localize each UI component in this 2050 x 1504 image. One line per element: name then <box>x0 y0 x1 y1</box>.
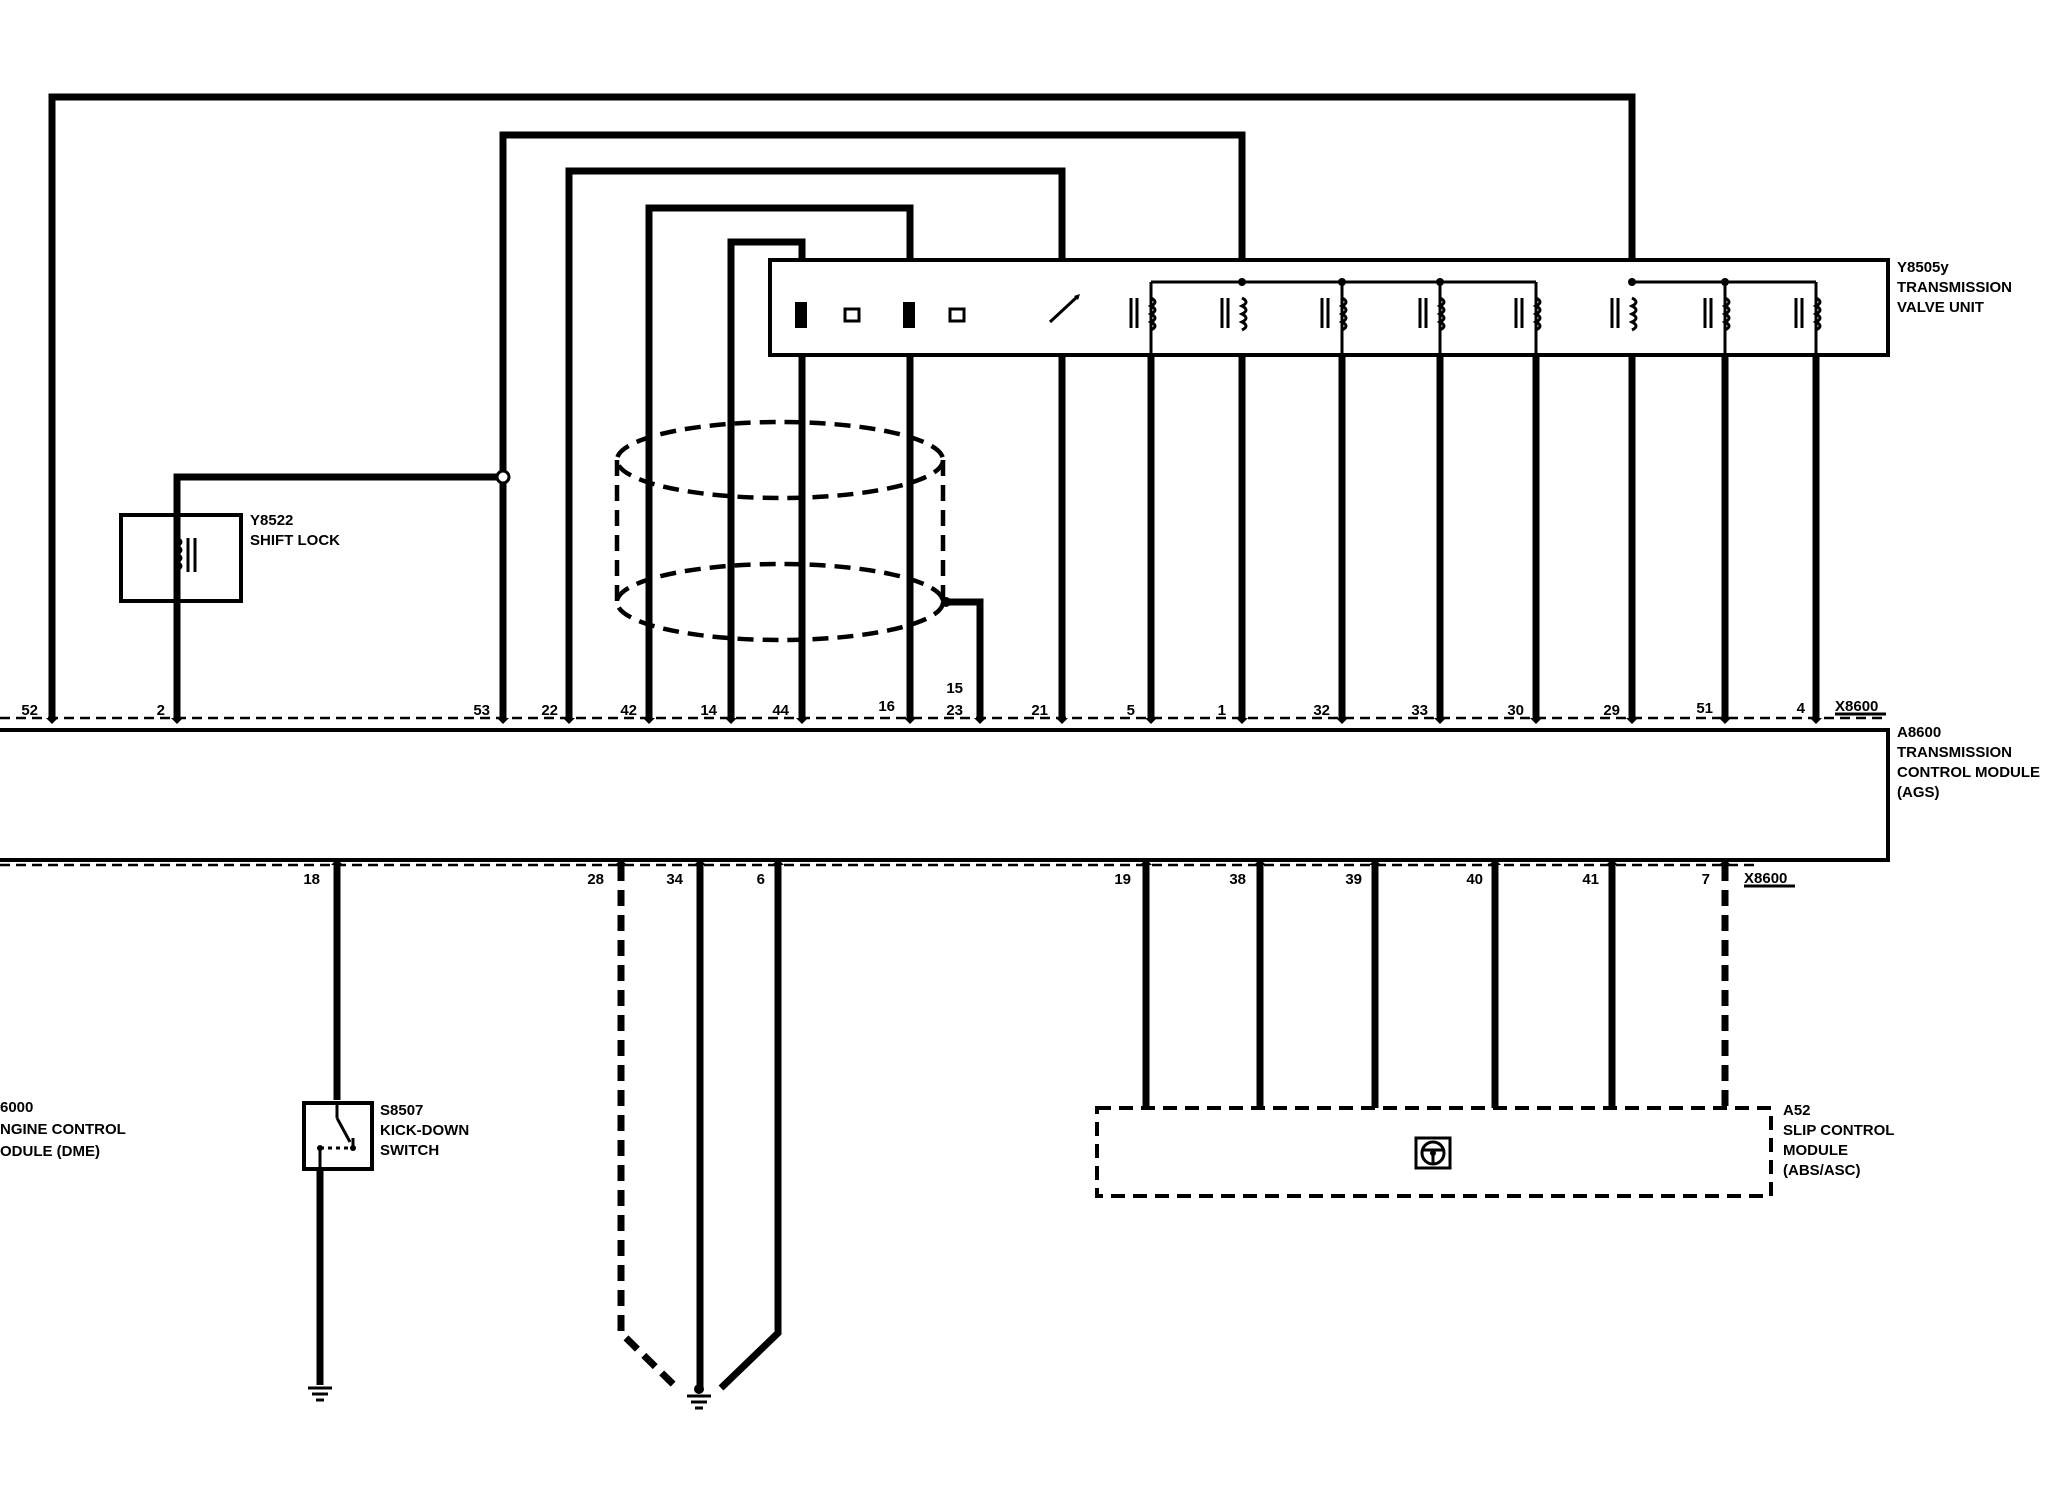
tcm-box <box>0 716 1890 867</box>
valve-unit-label: Y8505y TRANSMISSION VALVE UNIT <box>1897 259 2012 316</box>
wire-pin-2 <box>173 473 503 718</box>
pin-label: 38 <box>1229 871 1246 888</box>
pin-label: 1 <box>1218 702 1226 719</box>
pin-label: 53 <box>473 702 490 719</box>
ecm-label: 6000 NGINE CONTROL ODULE (DME) <box>0 1099 126 1160</box>
pin-label: 30 <box>1507 702 1524 719</box>
pin-label: 6 <box>757 871 765 888</box>
pin-label: 4 <box>1797 700 1806 717</box>
tcm-line-2: CONTROL MODULE <box>1897 764 2040 781</box>
valve-unit-line-2: VALVE UNIT <box>1897 299 1984 316</box>
tcm-line-3: (AGS) <box>1897 784 1940 801</box>
pin-label: 18 <box>303 871 320 888</box>
steering-wheel-icon <box>1414 1136 1452 1170</box>
pin-label: 41 <box>1582 871 1599 888</box>
ground-icon <box>687 1384 711 1410</box>
pin-label: 5 <box>1127 702 1135 719</box>
wire-pin-6 <box>718 865 782 1391</box>
shift-lock-box <box>119 513 243 603</box>
pin-label: 44 <box>772 702 789 719</box>
pin-label: 15 <box>946 680 963 697</box>
pin-label: 40 <box>1466 871 1483 888</box>
ecm-line-1: NGINE CONTROL <box>0 1121 126 1138</box>
pin-label: 23 <box>946 702 963 719</box>
cable-shield <box>614 419 946 643</box>
kickdown-label: S8507 KICK-DOWN SWITCH <box>380 1102 469 1159</box>
valve-unit-box <box>768 258 1890 357</box>
wire-pin-22 <box>565 167 1066 718</box>
pin-label: 52 <box>21 702 38 719</box>
wire-pin-28 <box>617 865 680 1391</box>
pin-label: 2 <box>157 702 165 719</box>
tcm-label: A8600 TRANSMISSION CONTROL MODULE (AGS) <box>1897 724 2040 801</box>
connector-bottom-label: X8600 <box>1744 870 1787 887</box>
kickdown-line-2: SWITCH <box>380 1142 439 1159</box>
kickdown-line-1: KICK-DOWN <box>380 1122 469 1139</box>
pin-label: 19 <box>1114 871 1131 888</box>
connector-top-label: X8600 <box>1835 698 1878 715</box>
wire-pin-53 <box>499 131 1246 718</box>
pin-label: 42 <box>620 702 637 719</box>
pin-label: 14 <box>700 702 717 719</box>
slip-control-line-2: MODULE <box>1783 1142 1848 1159</box>
pin-label: 51 <box>1696 700 1713 717</box>
kickdown-id: S8507 <box>380 1102 423 1119</box>
pin-label: 29 <box>1603 702 1620 719</box>
shift-lock-line-1: SHIFT LOCK <box>250 532 340 549</box>
shift-lock-label: Y8522 SHIFT LOCK <box>250 512 340 549</box>
kickdown-switch-box <box>302 1101 374 1171</box>
ecm-line-2: ODULE (DME) <box>0 1143 100 1160</box>
ground-icon <box>308 1386 332 1402</box>
pin-label: 21 <box>1031 702 1048 719</box>
pin-label: 33 <box>1411 702 1428 719</box>
pin-label: 32 <box>1313 702 1330 719</box>
splice-points <box>495 469 951 607</box>
slip-control-box <box>1095 1106 1773 1198</box>
pin-label: 7 <box>1702 871 1710 888</box>
slip-control-line-3: (ABS/ASC) <box>1783 1162 1861 1179</box>
valve-coils <box>1129 296 1822 332</box>
slip-control-label: A52 SLIP CONTROL MODULE (ABS/ASC) <box>1783 1102 1894 1179</box>
ecm-id: 6000 <box>0 1099 33 1116</box>
slip-control-line-1: SLIP CONTROL <box>1783 1122 1894 1139</box>
upper-wires <box>48 93 1820 718</box>
pin-label: 39 <box>1345 871 1362 888</box>
shift-lock-id: Y8522 <box>250 512 293 529</box>
valve-unit-line-1: TRANSMISSION <box>1897 279 2012 296</box>
pin-label: 16 <box>878 698 895 715</box>
top-pins: 52 2 53 22 42 14 44 16 15 23 21 5 1 32 3… <box>21 680 1822 724</box>
slip-control-id: A52 <box>1783 1102 1811 1119</box>
pin-label: 34 <box>666 871 683 888</box>
pin-label: 22 <box>541 702 558 719</box>
valve-unit-id: Y8505y <box>1897 259 1949 276</box>
lower-wires <box>316 865 1729 1391</box>
wire-pin-52 <box>48 93 1636 718</box>
pin-label: 28 <box>587 871 604 888</box>
tcm-line-1: TRANSMISSION <box>1897 744 2012 761</box>
bottom-pins: 18 28 34 6 19 38 39 40 41 7 <box>303 859 1731 888</box>
wire-shield-drain-23 <box>946 598 984 718</box>
tcm-id: A8600 <box>1897 724 1941 741</box>
